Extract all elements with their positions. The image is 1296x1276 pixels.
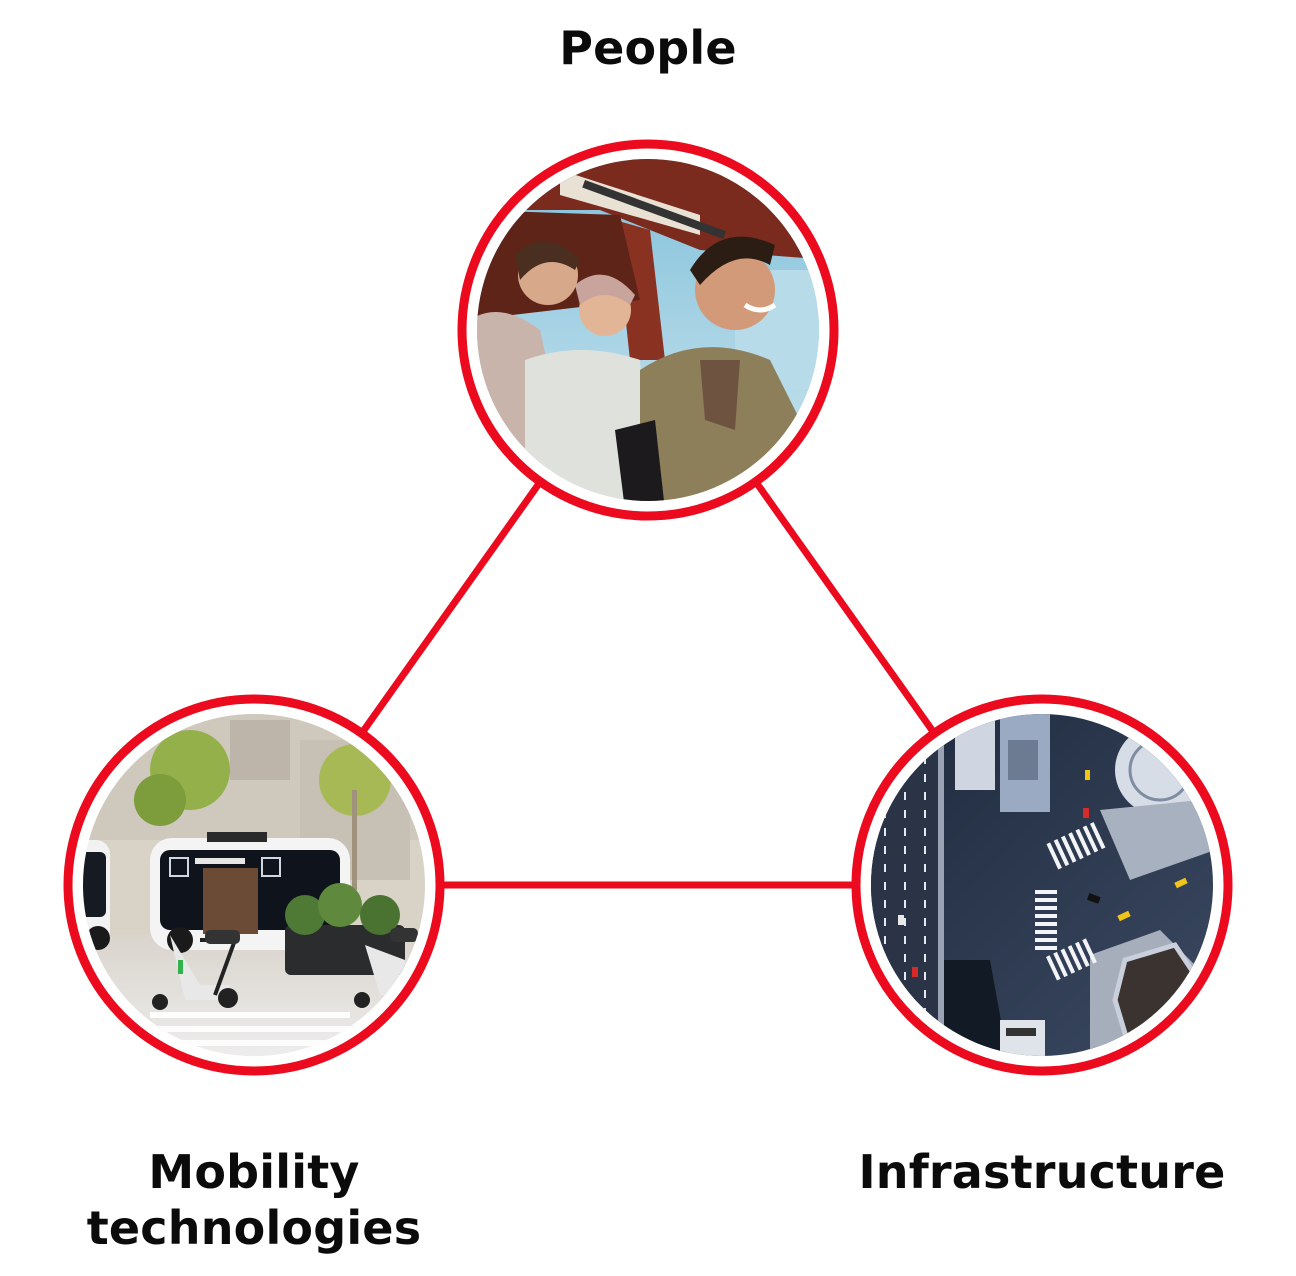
label-mobility-line2: technologies	[86, 1201, 422, 1255]
label-infrastructure: Infrastructure	[858, 1145, 1226, 1199]
node-people	[457, 139, 839, 521]
label-people: People	[559, 21, 737, 75]
label-mobility-line1: Mobility	[148, 1145, 360, 1199]
people-photo	[477, 159, 819, 501]
node-mobility	[63, 694, 445, 1076]
label-mobility-technologies: Mobility technologies	[34, 1144, 474, 1256]
node-infrastructure	[851, 694, 1233, 1076]
infrastructure-photo	[871, 714, 1213, 1056]
